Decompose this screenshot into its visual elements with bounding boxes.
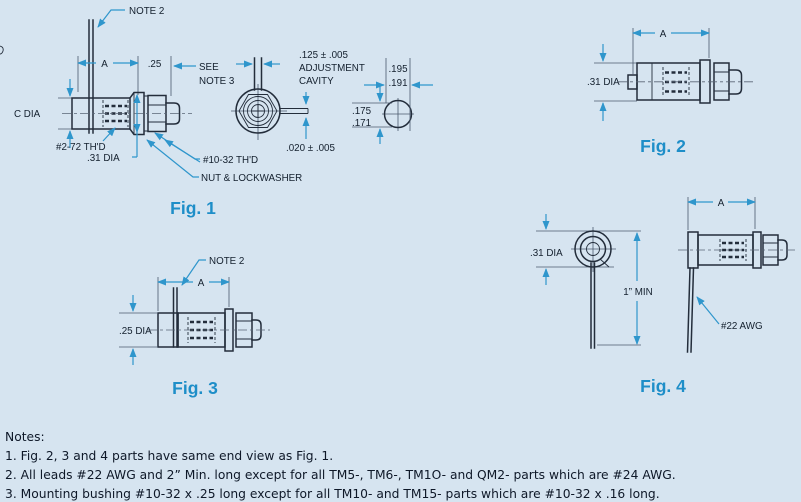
fig1-detail-crosshair — [382, 98, 414, 131]
fig4-ring-crosshair — [571, 227, 616, 272]
note-item-3: 3. Mounting bushing #10-32 x .25 long ex… — [5, 487, 660, 501]
notes-section: Notes: 1. Fig. 2, 3 and 4 parts have sam… — [5, 428, 676, 502]
fig3-nut-facets — [236, 320, 252, 340]
edge-artifact — [0, 45, 4, 55]
fig4-ring-outer — [574, 230, 612, 268]
fig2-dia31-label: .31 DIA — [587, 77, 620, 88]
fig3-dia25-label: .25 DIA — [119, 326, 152, 337]
fig1-dim-195-label: .195 — [388, 64, 408, 75]
fig2-nut-facets — [714, 71, 729, 92]
fig1-c-dia-label: C DIA — [14, 109, 41, 120]
fig1-internal-thread — [105, 104, 127, 123]
fig1-adjustment-dim-label: .125 ± .005 — [299, 50, 349, 61]
fig2-dim-a-label: A — [660, 29, 667, 40]
fig1-endview-ring2 — [247, 100, 269, 122]
fig1-note2-leader — [97, 9, 125, 28]
fig1-endview-slot-cross — [252, 105, 264, 117]
fig1-note3-label: NOTE 3 — [199, 76, 235, 87]
note-item-2: 2. All leads #22 AWG and 2” Min. long ex… — [5, 468, 676, 482]
fig1-internal-thread-edges — [102, 100, 129, 127]
fig1-dia31-label: .31 DIA — [87, 153, 120, 164]
fig1-dim-a-label: A — [101, 59, 108, 70]
fig1-endview-hex — [238, 94, 278, 128]
fig4-nut-facets — [763, 242, 778, 258]
fig1-flange — [128, 91, 145, 136]
fig2-drawing: A .31 DIA Fig. 2 — [587, 28, 753, 156]
fig3-dia25-extensions — [119, 312, 158, 348]
fig1-dim-191-label: .191 — [388, 78, 407, 89]
fig4-internal-thread — [722, 241, 744, 259]
fig1-endview-outer-circle — [235, 88, 281, 134]
fig1-adjustment-label-2: CAVITY — [299, 76, 334, 87]
fig1-drawing: NOTE 2 A .25 SEE NOTE 3 C DIA #2-72 TH'D… — [0, 6, 433, 218]
fig1-caption: Fig. 1 — [170, 198, 216, 218]
fig1-detail-circle — [383, 99, 413, 129]
fig4-min-label: 1” MIN — [623, 287, 652, 298]
fig1-thread1032-leader-1 — [154, 132, 200, 160]
fig1-dim-25-label: .25 — [148, 59, 162, 70]
fig1-dim-020-label: .020 ± .005 — [286, 143, 336, 154]
fig1-see-label: SEE — [199, 62, 219, 73]
fig1-nut-lockwasher-label: NUT & LOCKWASHER — [201, 173, 302, 184]
fig1-thread1032-label: #10-32 TH'D — [203, 155, 258, 166]
fig1-lead-wire — [88, 19, 94, 134]
fig1-adjustment-label-1: ADJUSTMENT — [299, 63, 365, 74]
fig2-caption: Fig. 2 — [640, 136, 686, 156]
fig1-thread1032-leader-2 — [164, 139, 201, 163]
fig1-end-view — [231, 57, 309, 140]
fig4-dia31-label: .31 DIA — [530, 248, 563, 259]
fig4-awg-label: #22 AWG — [721, 321, 763, 332]
fig3-note2-label: NOTE 2 — [209, 256, 244, 267]
fig3-dim-a-label: A — [198, 278, 205, 289]
fig1-c-dia-extensions — [58, 97, 72, 130]
fig1-cavity-detail: .195 .191 .175 .171 — [352, 58, 433, 144]
fig4-awg-leader — [696, 296, 720, 325]
fig1-dia31-leader — [132, 132, 138, 158]
notes-heading: Notes: — [5, 430, 45, 444]
fig1-nut-lockwasher-leader — [146, 139, 199, 178]
fig1-endview-wire — [253, 57, 263, 91]
fig1-175-extensions — [352, 102, 392, 128]
fig1-nut-facets — [148, 104, 166, 123]
fig4-ring-wire — [579, 235, 607, 263]
fig1-195-extensions — [385, 58, 411, 131]
fig3-caption: Fig. 3 — [172, 378, 218, 398]
fig1-note2-label: NOTE 2 — [129, 6, 164, 17]
fig1-dim-171-label: .171 — [352, 118, 371, 129]
fig2-a-extensions — [632, 28, 710, 74]
fig4-caption: Fig. 4 — [640, 376, 686, 396]
fig3-note2-leader — [181, 259, 206, 286]
fig1-thread272-leader — [102, 127, 116, 142]
fig2-threaded-bushing — [728, 69, 743, 95]
fig4-dim-a-label: A — [718, 198, 725, 209]
fig4-front-wire — [590, 262, 596, 349]
fig4-side-wire — [686, 267, 695, 353]
fig1-threaded-bushing — [165, 102, 181, 125]
fig4-ring-hole — [586, 242, 600, 256]
fig4-drawing: .31 DIA 1” MIN A #22 AWG Fig. 4 — [530, 197, 797, 396]
fig3-lead-wire — [172, 287, 178, 348]
fig1-endview-ring1 — [243, 96, 273, 126]
fig1-adjust-tip — [280, 108, 309, 114]
fig1-thread272-label: #2-72 TH'D — [56, 142, 106, 153]
fig4-ring-wire-overlap — [599, 258, 610, 268]
fig1-endview-ring3 — [251, 104, 265, 118]
fig2-dia31-extensions — [594, 62, 637, 102]
fig3-drawing: NOTE 2 A .25 DIA Fig. 3 — [119, 256, 270, 398]
fig1-dim-175-label: .175 — [352, 106, 372, 117]
note-item-1: 1. Fig. 2, 3 and 4 parts have same end v… — [5, 449, 334, 463]
fig3-internal-thread — [190, 320, 213, 340]
